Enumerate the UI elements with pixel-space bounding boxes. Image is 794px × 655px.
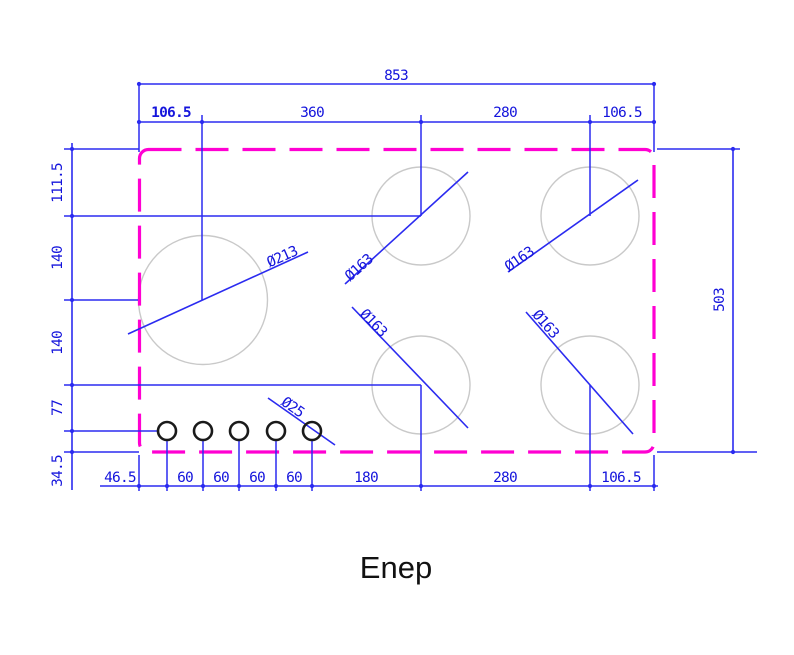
- leader-burner-top-middle: [344, 171, 469, 285]
- dim-bottom-2: 60: [177, 470, 193, 486]
- diameter-label-top-right-burner: Ø163: [502, 244, 537, 275]
- cutout-outline: [137, 147, 656, 454]
- diameter-label-knob: Ø25: [278, 394, 307, 421]
- knob-circle-3: [228, 420, 250, 442]
- dimension-labels: 853 106.5 360 280 106.5 111.5 140 140 77…: [50, 68, 728, 487]
- dim-bottom-4: 60: [249, 470, 265, 486]
- dimension-lines: [71, 83, 734, 490]
- dim-top-4: 106.5: [602, 105, 642, 121]
- dim-bottom-6: 180: [354, 470, 378, 486]
- dim-bottom-8: 106.5: [601, 470, 641, 486]
- drawing-title: Enep: [360, 550, 432, 585]
- diameter-label-top-middle-burner: Ø163: [342, 251, 376, 284]
- knob-circle-1: [156, 420, 178, 442]
- dim-left-2: 140: [50, 246, 66, 270]
- knob-circles: [156, 420, 323, 442]
- diameter-label-bottom-right-burner: Ø163: [529, 307, 562, 341]
- diameter-label-bottom-middle-burner: Ø163: [356, 306, 390, 340]
- dimension-ticks: [69, 81, 736, 489]
- knob-circle-4: [265, 420, 287, 442]
- dim-top-1: 106.5: [151, 105, 191, 121]
- diameter-labels: Ø213 Ø163 Ø163 Ø163 Ø163 Ø25: [265, 244, 562, 422]
- leader-burner-bottom-middle: [351, 306, 469, 429]
- dim-bottom-3: 60: [213, 470, 229, 486]
- knob-circle-2: [192, 420, 214, 442]
- dim-left-1: 111.5: [50, 163, 66, 203]
- dim-overall-width: 853: [384, 68, 408, 84]
- dim-top-3: 280: [493, 105, 517, 121]
- dim-top-2: 360: [300, 105, 324, 121]
- dim-bottom-1: 46.5: [104, 470, 136, 486]
- diameter-label-large-burner: Ø213: [265, 244, 301, 272]
- leader-burner-top-right: [507, 179, 639, 273]
- burner-circles: [137, 166, 640, 435]
- leader-burner-bottom-right: [525, 311, 634, 435]
- dim-overall-height: 503: [712, 288, 728, 312]
- extension-lines: [64, 84, 757, 491]
- dim-bottom-7: 280: [493, 470, 517, 486]
- dim-left-3: 140: [50, 331, 66, 355]
- leader-knob: [267, 397, 336, 446]
- knob-circle-5: [301, 420, 323, 442]
- leader-lines: [127, 171, 639, 446]
- leader-burner-large: [127, 251, 309, 335]
- dim-left-5: 34.5: [50, 455, 66, 487]
- dim-left-4: 77: [50, 400, 66, 416]
- dim-bottom-5: 60: [286, 470, 302, 486]
